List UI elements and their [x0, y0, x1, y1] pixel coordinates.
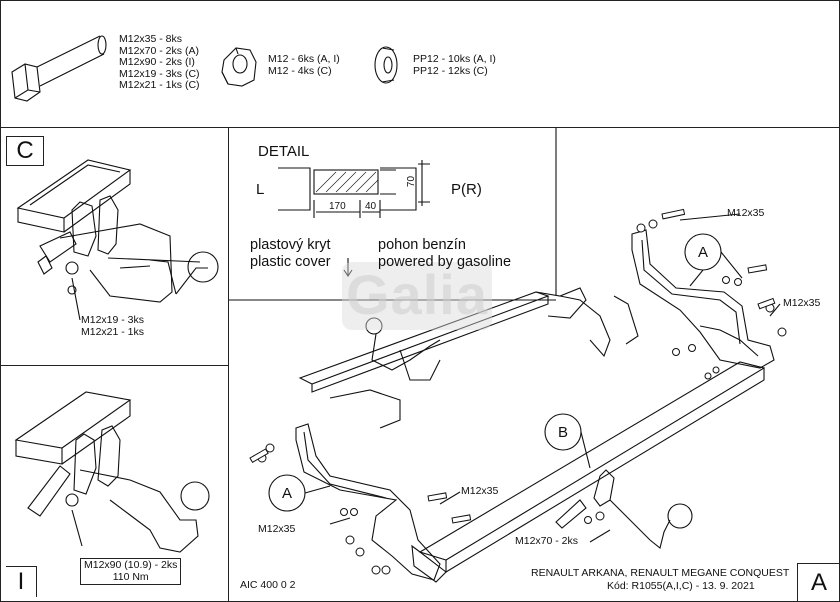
- bolt-line: M12x70 - 2ks (A): [119, 44, 199, 57]
- panel-i-spec-1: M12x90 (10.9) - 2ks: [84, 559, 178, 571]
- washer-list: PP12 - 10ks (A, I) PP12 - 12ks (C): [413, 53, 496, 77]
- main-bolt-label-left: M12x35: [258, 523, 296, 535]
- watermark-logo: [342, 262, 492, 330]
- panel-i-letter: I: [6, 566, 37, 597]
- detail-dim-70: 70: [406, 175, 418, 188]
- detail-note-en: plastic cover: [250, 254, 331, 270]
- panel-c-bolt-label-2: M12x21 - 1ks: [81, 326, 145, 338]
- main-hitch: [555, 469, 693, 549]
- main-lower-beam: [411, 361, 766, 583]
- detail-title: DETAIL: [258, 143, 310, 160]
- footer-letter: A: [797, 563, 840, 602]
- detail-note2-en: powered by gasoline: [378, 254, 512, 270]
- bolt-line: M12x90 - 2ks (I): [119, 56, 195, 68]
- footer-kod: Kód: R1055(A,I,C) - 13. 9. 2021: [607, 580, 755, 592]
- bolt-list: M12x35 - 8ks M12x70 - 2ks (A) M12x90 - 2…: [119, 33, 200, 92]
- nut-list: M12 - 6ks (A, I) M12 - 4ks (C): [268, 53, 340, 77]
- detail-left-label: L: [256, 181, 265, 198]
- bolt-line: M12x19 - 3ks (C): [119, 67, 200, 80]
- panel-i-drawing: [14, 391, 210, 553]
- detail-section: [229, 128, 557, 301]
- detail-dim-40: 40: [365, 201, 377, 212]
- watermark-text: Galia: [346, 263, 488, 326]
- bolt-icon: [11, 35, 107, 102]
- nut-line: M12 - 4ks (C): [268, 64, 332, 77]
- detail-dim-170: 170: [329, 201, 346, 212]
- washer-icon: [374, 46, 398, 84]
- detail-note-cz: plastový kryt: [250, 237, 331, 253]
- panel-i-spec-2: 110 Nm: [112, 570, 149, 583]
- panel-c-bolt-label-1: M12x19 - 3ks: [81, 314, 145, 326]
- main-bracket-left: [295, 423, 441, 581]
- bolt-line: M12x35 - 8ks: [119, 33, 183, 45]
- main-upper-beam: [298, 287, 639, 429]
- callout-a-left: A: [282, 485, 293, 502]
- washer-line: PP12 - 10ks (A, I): [413, 53, 496, 65]
- washer-line: PP12 - 12ks (C): [413, 64, 488, 77]
- main-bolt-label-top: M12x35: [727, 207, 765, 219]
- callout-a-top: A: [698, 244, 709, 261]
- nut-icon: [221, 47, 257, 87]
- nut-line: M12 - 6ks (A, I): [268, 53, 340, 65]
- panel-c-letter: C: [6, 136, 44, 166]
- callout-b: B: [558, 424, 569, 441]
- main-bracket-right: [631, 229, 775, 369]
- detail-right-label: P(R): [451, 181, 482, 198]
- footer-vehicle: RENAULT ARKANA, RENAULT MEGANE CONQUEST: [531, 567, 790, 579]
- bolt-line: M12x21 - 1ks (C): [119, 79, 200, 91]
- detail-hatch: [315, 171, 379, 193]
- detail-note2-cz: pohon benzín: [378, 237, 466, 253]
- main-bolt-label-m12x70: M12x70 - 2ks: [515, 535, 579, 547]
- footer-code: AIC 400 0 2: [240, 579, 296, 591]
- main-bolt-label-mid: M12x35: [461, 485, 499, 497]
- main-bolt-label-right: M12x35: [783, 297, 821, 309]
- panel-i-spec-box: M12x90 (10.9) - 2ks 110 Nm: [80, 558, 182, 585]
- panel-c-drawing: [16, 159, 219, 321]
